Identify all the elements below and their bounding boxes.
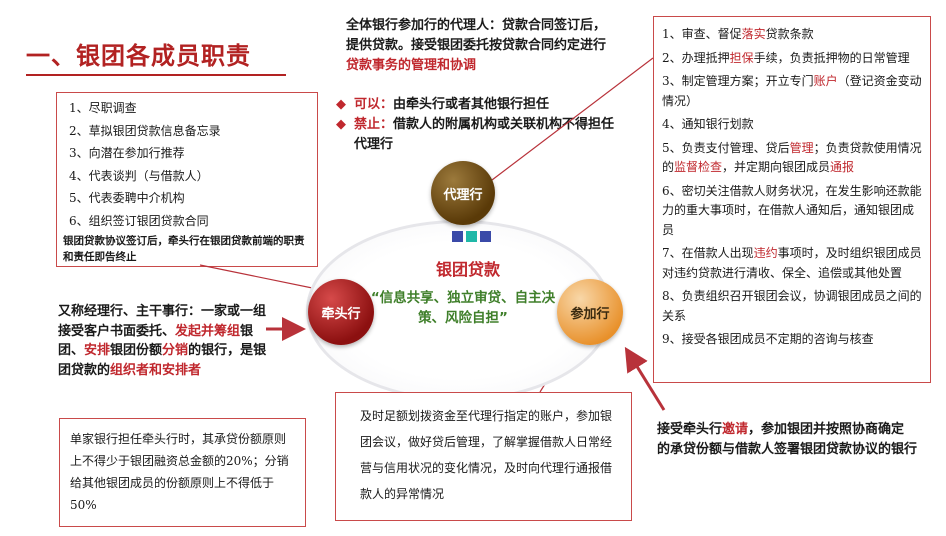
diamond-bullet-icon: ◆ <box>336 117 346 132</box>
duty-text-segment: 事项时，及时组织银团成员对违约贷款进行清收、保全、追偿或其他处置 <box>662 246 922 280</box>
agent-description: 全体银行参加行的代理人：贷款合同签订后，提供贷款。接受银团委托按贷款合同约定进行… <box>346 16 616 76</box>
duty-text-segment: 3、制定管理方案；开立专门 <box>662 74 814 88</box>
duty-text-segment: 2、办理抵押 <box>662 50 730 65</box>
agent-bank-duty-item: 9、接受各银团成员不定期的咨询与核查 <box>662 330 922 350</box>
agent-rules: ◆ 可以：由牵头行或者其他银行担任 ◆ 禁止：借款人的附属机构或关联机构不得担任… <box>336 95 626 155</box>
agent-bank-duty-item: 7、在借款人出现违约事项时，及时组织银团成员对违约贷款进行清收、保全、追偿或其他… <box>662 244 922 283</box>
participant-duties-box: 及时足额划拨资金至代理行指定的账户，参加银团会议，做好贷后管理，了解掌握借款人日… <box>335 392 632 521</box>
duty-text-segment: 落实 <box>741 27 766 41</box>
lead-desc-segment: 银团、 <box>58 323 254 359</box>
participant-desc-arrow <box>624 346 666 411</box>
lead-desc-segment: 分销 <box>162 343 189 358</box>
lead-bank-circle: 牵头行 <box>308 279 374 345</box>
center-slogan: “信息共享、独立审贷、自主决策、风险自担” <box>370 290 556 326</box>
blue-square-icon <box>452 231 463 242</box>
page-title: 一、银团各成员职责 <box>26 42 251 70</box>
agent-rule-forbidden-label: 禁止： <box>354 117 394 132</box>
lead-duty-item: 1、尽职调查 <box>69 101 137 115</box>
lead-duties-list: 1、尽职调查 2、草拟银团贷款信息备忘录 3、向潜在参加行推荐 4、代表谈判（与借款人… <box>57 93 317 232</box>
agent-rule-forbidden-text: 借款人的附属机构或关联机构不得担任代理行 <box>354 117 615 152</box>
participant-desc-segment: 邀请 <box>722 422 749 437</box>
title-underline <box>26 74 286 76</box>
lead-duties-note: 银团贷款协议签订后，牵头行在银团贷款前端的职责和责任即告终止 <box>63 235 305 263</box>
duty-text-segment: ，并定期向银团成员 <box>722 160 831 174</box>
duty-text-segment: （登记资金变动情况） <box>662 74 922 108</box>
participant-desc-segment: 接受牵头行 <box>657 422 723 437</box>
agent-bank-duties-box: 1、审查、督促落实贷款条款 2、办理抵押担保手续，负责抵押物的日常管理 3、制定管理… <box>653 16 931 383</box>
blue-square-icon <box>480 231 491 242</box>
agent-rule-allowed-label: 可以： <box>354 97 394 112</box>
agent-description-text: 全体银行参加行的代理人：贷款合同签订后，提供贷款。接受银团委托按贷款合同约定进行 <box>346 18 607 53</box>
duty-text-segment: ；负责贷款使用情况的 <box>662 140 922 175</box>
agent-bank-duties-list: 1、审查、督促落实贷款条款 2、办理抵押担保手续，负责抵押物的日常管理 3、制定管理… <box>654 17 930 350</box>
lead-bank-description: 又称经理行、主干事行：一家或一组接受客户书面委托、发起并筹组银团、安排银团份额分… <box>58 302 272 380</box>
duty-text-segment: 8、负责组织召开银团会议，协调银团成员之间的关系 <box>662 289 922 323</box>
duty-text-segment: 账户 <box>813 74 838 88</box>
participant-bank-label: 参加行 <box>570 306 610 322</box>
agent-bank-circle: 代理行 <box>431 161 495 225</box>
agent-bank-duty-item: 1、审查、督促落实贷款条款 <box>662 25 922 45</box>
duty-text-segment: 通报 <box>830 160 855 174</box>
single-lead-rule-text: 单家银行担任牵头行时，其承贷份额原则上不得少于银团融资总金额的20%；分销给其他… <box>70 432 289 512</box>
agent-rule-allowed: ◆ 可以：由牵头行或者其他银行担任 <box>336 95 626 115</box>
center-title: 银团贷款 <box>436 260 501 279</box>
lead-duty-item: 6、组织签订银团贷款合同 <box>69 213 209 228</box>
participant-bank-description: 接受牵头行邀请，参加银团并按照协商确定的承贷份额与借款人签署银团贷款协议的银行 <box>657 420 917 460</box>
agent-bank-duty-item: 5、负责支付管理、贷后管理；负责贷款使用情况的监督检查，并定期向银团成员通报 <box>662 139 922 178</box>
lead-desc-segment: 安排 <box>84 343 111 358</box>
lead-bank-label: 牵头行 <box>321 306 361 322</box>
lead-desc-segment: 银团份额 <box>110 343 163 358</box>
lead-box-connector <box>199 264 323 291</box>
single-lead-rule-box: 单家银行担任牵头行时，其承贷份额原则上不得少于银团融资总金额的20%；分销给其他… <box>59 418 306 527</box>
agent-rule-allowed-text: 由牵头行或者其他银行担任 <box>393 97 550 112</box>
lead-duty-item: 5、代表委聘中介机构 <box>69 191 185 205</box>
lead-duties-box: 1、尽职调查 2、草拟银团贷款信息备忘录 3、向潜在参加行推荐 4、代表谈判（与借款人… <box>56 92 318 267</box>
agent-bank-duty-item: 4、通知银行划款 <box>662 115 922 135</box>
duty-text-segment: 担保 <box>729 50 754 65</box>
agent-bank-duty-item: 6、密切关注借款人财务状况，在发生影响还款能力的重大事项时，在借款人通知后，通知… <box>662 182 922 241</box>
duty-text-segment: 违约 <box>753 246 778 260</box>
agent-bank-duty-item: 3、制定管理方案；开立专门账户（登记资金变动情况） <box>662 72 922 111</box>
agent-bank-duty-item: 8、负责组织召开银团会议，协调银团成员之间的关系 <box>662 287 922 326</box>
agent-bank-label: 代理行 <box>443 187 483 203</box>
agent-box-connector <box>491 57 654 181</box>
lead-desc-segment: 组织者和安排者 <box>110 362 202 378</box>
participant-duties-text: 及时足额划拨资金至代理行指定的账户，参加银团会议，做好贷后管理，了解掌握借款人日… <box>360 409 613 501</box>
duty-text-segment: 手续，负责抵押物的日常管理 <box>753 50 910 65</box>
lead-desc-segment: 发起并筹组 <box>175 323 241 339</box>
lead-duty-item: 2、草拟银团贷款信息备忘录 <box>69 123 221 138</box>
lead-duty-item: 4、代表谈判（与借款人） <box>69 168 209 183</box>
agent-rule-forbidden: ◆ 禁止：借款人的附属机构或关联机构不得担任代理行 <box>336 115 626 155</box>
duty-text-segment: 9、接受各银团成员不定期的咨询与核查 <box>662 332 874 346</box>
duty-text-segment: 贷款条款 <box>765 27 814 41</box>
participant-bank-circle: 参加行 <box>557 279 623 345</box>
duty-text-segment: 管理 <box>789 140 814 155</box>
duty-text-segment: 6、密切关注借款人财务状况，在发生影响还款能力的重大事项时，在借款人通知后，通知… <box>662 183 922 237</box>
participant-desc-segment: ，参加银团并按照协商确定的承贷份额与借款人签署银团贷款协议的银行 <box>657 422 918 457</box>
agent-description-highlight: 贷款事务的管理和协调 <box>346 58 477 73</box>
duty-text-segment: 1、审查、督促 <box>662 27 742 41</box>
duty-text-segment: 5、负责支付管理、贷后 <box>662 140 790 155</box>
lead-desc-segment: 的银行，是银团贷款的 <box>58 343 267 378</box>
lead-duty-item: 3、向潜在参加行推荐 <box>69 146 185 160</box>
duty-text-segment: 7、在借款人出现 <box>662 246 754 260</box>
duty-text-segment: 4、通知银行划款 <box>662 117 754 131</box>
teal-square-icon <box>466 231 477 242</box>
lead-desc-segment: 又称经理行、主干事行：一家或一组接受客户书面委托、 <box>58 304 267 339</box>
duty-text-segment: 监督检查 <box>674 160 723 174</box>
diamond-bullet-icon: ◆ <box>336 97 346 112</box>
agent-bank-duty-item: 2、办理抵押担保手续，负责抵押物的日常管理 <box>662 49 922 69</box>
